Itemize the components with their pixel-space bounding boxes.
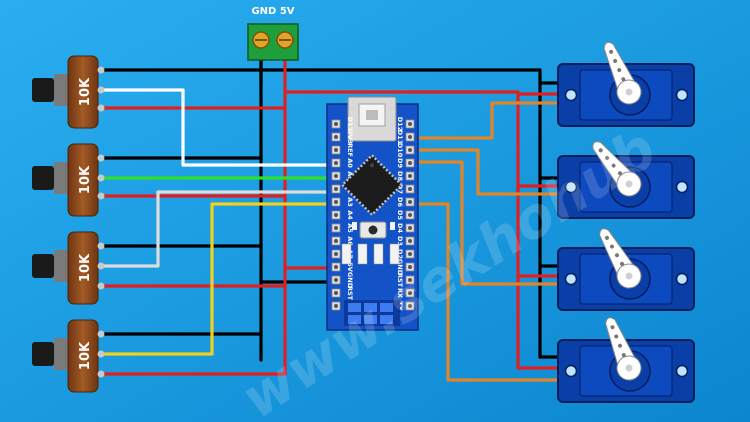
smd-component xyxy=(373,243,384,265)
servo-mount-hole xyxy=(675,364,689,378)
pin-row-right xyxy=(405,119,415,311)
pot-shaft xyxy=(32,342,54,366)
pin-label: D9 xyxy=(396,158,404,168)
pin-label: D13 xyxy=(346,117,354,131)
pin-label: D6 xyxy=(396,197,404,207)
icsp-header xyxy=(344,300,400,326)
pot-nut xyxy=(54,162,68,194)
pin-label: D4 xyxy=(396,223,404,233)
pin-label: GND xyxy=(396,259,404,276)
servo-mount-hole xyxy=(564,180,578,194)
servo-horn xyxy=(605,317,642,381)
servo-motor-2 xyxy=(557,141,695,219)
smd-component xyxy=(389,243,400,265)
pin-label: A6 xyxy=(346,236,354,246)
signal-wire-d9 xyxy=(418,101,567,140)
pin-label: GND xyxy=(346,272,354,289)
servo-motor-1 xyxy=(557,41,695,127)
pin-label: D12 xyxy=(396,117,404,131)
pin-label: D7 xyxy=(396,184,404,194)
pot-body xyxy=(67,143,99,217)
signal-wire-d11 xyxy=(418,160,567,286)
pot-nut xyxy=(54,338,68,370)
servo-mount-hole xyxy=(675,180,689,194)
servo-horn xyxy=(603,41,642,105)
servo-mount-hole xyxy=(564,364,578,378)
pin-label: RX xyxy=(396,288,404,298)
pot-shaft xyxy=(32,78,54,102)
pin-label: D5 xyxy=(396,210,404,220)
potentiometer-1: 10K xyxy=(32,55,105,129)
pot-label: 10K xyxy=(78,165,93,194)
pot-body xyxy=(67,319,99,393)
pot-nut xyxy=(54,74,68,106)
servo-mount-hole xyxy=(675,88,689,102)
pin-label: D2 xyxy=(396,249,404,259)
servo-horn xyxy=(592,141,642,197)
pot-label: 10K xyxy=(78,77,93,106)
potentiometer-2: 10K xyxy=(32,143,105,217)
wiper-wire-a2 xyxy=(102,190,338,268)
pin-label: 3V3 xyxy=(346,130,354,144)
pin-labels-left: D133V3REFA0A1A2A3A4A5A6A75VGNDRSTVIN xyxy=(346,117,354,313)
pin-label: D8 xyxy=(396,171,404,181)
pin-label: 5V xyxy=(346,262,354,272)
terminal-label: GND 5V xyxy=(251,6,294,17)
pot-nut xyxy=(54,250,68,282)
pot-shaft xyxy=(32,166,54,190)
wiper-wire-a0 xyxy=(102,88,338,167)
board-pcb xyxy=(326,103,419,331)
pot-label: 10K xyxy=(78,341,93,370)
pin-label: RST xyxy=(346,286,354,301)
servo-motor-3 xyxy=(557,228,695,311)
arduino-nano-board: D133V3REFA0A1A2A3A4A5A6A75VGNDRSTVIN D12… xyxy=(326,96,419,331)
pin-label: D10 xyxy=(396,143,404,158)
potentiometer-3: 10K xyxy=(32,231,105,305)
pin-label: A5 xyxy=(346,223,354,233)
servo-horn xyxy=(599,228,642,289)
pin-label: D3 xyxy=(396,236,404,246)
pin-label: RST xyxy=(396,273,404,288)
smd-component xyxy=(341,243,352,265)
servo-mount-hole xyxy=(564,272,578,286)
servo-mount-hole xyxy=(675,272,689,286)
gnd-wire-pot1 xyxy=(102,68,567,85)
pin-label: REF xyxy=(346,143,354,157)
smd-component xyxy=(357,243,368,265)
power-terminal-block: GND 5V xyxy=(247,6,299,61)
pin-label: A0 xyxy=(346,158,354,168)
pin-label: A4 xyxy=(346,210,354,220)
pin-label: D11 xyxy=(396,130,404,145)
pot-shaft xyxy=(32,254,54,278)
microcontroller-chip xyxy=(340,153,404,217)
pot-body xyxy=(67,231,99,305)
servo-mount-hole xyxy=(564,88,578,102)
potentiometer-4: 10K xyxy=(32,319,105,393)
servo-motor-4 xyxy=(557,317,695,403)
pin-row-left xyxy=(331,119,341,311)
pot-body xyxy=(67,55,99,129)
signal-wire-d10 xyxy=(418,148,567,196)
pot-label: 10K xyxy=(78,253,93,282)
signal-wire-d12 xyxy=(418,202,567,382)
wiper-wire-a3 xyxy=(102,202,338,356)
pin-label: A3 xyxy=(346,197,354,207)
